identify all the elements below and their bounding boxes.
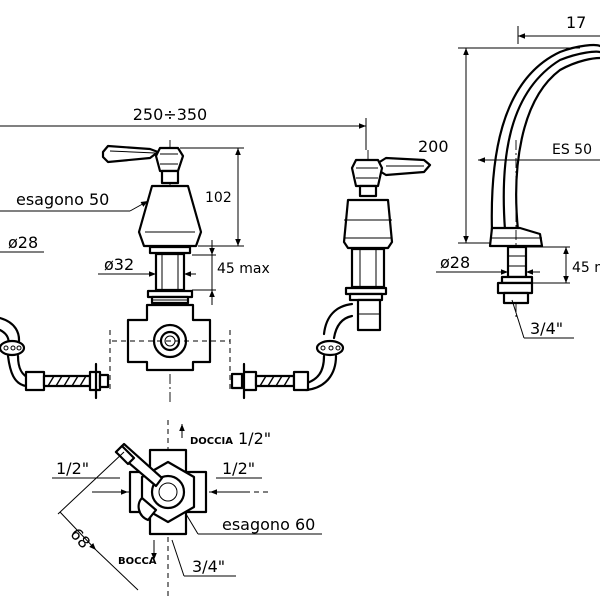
left-diameter-dimension: ø28 xyxy=(0,233,44,253)
shower-outlet-label-group: DOCCIA 1/2" xyxy=(179,424,271,448)
spout-thread-leader: 3/4" xyxy=(511,299,574,339)
height-label: 102 xyxy=(205,190,232,206)
spout-thread-label: 3/4" xyxy=(530,319,563,338)
spout-thickness-dimension: 45 m xyxy=(526,246,600,284)
mixer-body xyxy=(109,303,231,390)
spout-height-label: 200 xyxy=(418,137,449,156)
left-inlet-thread: 1/2" xyxy=(56,459,89,478)
left-connection-hose xyxy=(0,316,110,400)
shower-outlet-thread: 1/2" xyxy=(238,429,271,448)
spout-outlet-label: BOCCA xyxy=(118,556,157,567)
spout-width-label: 17 xyxy=(566,13,586,32)
left-diameter-label: ø28 xyxy=(8,233,38,252)
right-inlet-dimension: 1/2" xyxy=(210,459,262,495)
spout-hex-leader: ES 50 xyxy=(478,142,600,163)
spout-width-dimension: 17 xyxy=(517,13,600,44)
spout-diameter-dimension: ø28 xyxy=(436,253,540,275)
side-view: 17 200 ES 50 xyxy=(418,13,600,339)
left-inlet-dimension: 1/2" xyxy=(52,459,128,495)
plan-hex-dimension: esagono 60 xyxy=(185,513,322,535)
spout-height-dimension: 200 xyxy=(418,47,580,244)
plan-view: DOCCIA 1/2" 1/2" 1/2" 68 esagono 60 xyxy=(52,420,322,596)
diagonal-label: 68 xyxy=(66,524,94,552)
max-thickness-label: 45 max xyxy=(217,261,270,277)
right-connection-hose xyxy=(230,362,310,400)
front-view: 250÷350 esagono 50 ø28 xyxy=(0,105,432,405)
spout-outlet-group: BOCCA 3/4" xyxy=(118,539,236,577)
body-diameter-label: ø32 xyxy=(104,255,134,274)
right-valve xyxy=(302,150,432,392)
left-valve: ø32 xyxy=(98,140,203,405)
spout-outlet-thread: 3/4" xyxy=(192,557,225,576)
right-inlet-thread: 1/2" xyxy=(222,459,255,478)
shower-outlet-label: DOCCIA xyxy=(190,436,233,447)
spout-thickness-label: 45 m xyxy=(572,260,600,276)
plan-body xyxy=(114,442,208,536)
max-thickness-dimension: 45 max xyxy=(192,240,270,305)
hex-nut-label: esagono 50 xyxy=(16,190,109,209)
hex-nut-leader: esagono 50 xyxy=(0,190,149,212)
span-dimension: 250÷350 xyxy=(0,105,367,150)
spout-diameter-label: ø28 xyxy=(440,253,470,272)
plan-hex-label: esagono 60 xyxy=(222,515,315,534)
spout xyxy=(488,44,600,320)
height-dimension: 102 xyxy=(180,147,244,247)
span-label: 250÷350 xyxy=(133,105,207,124)
spout-hex-label: ES 50 xyxy=(552,142,592,158)
